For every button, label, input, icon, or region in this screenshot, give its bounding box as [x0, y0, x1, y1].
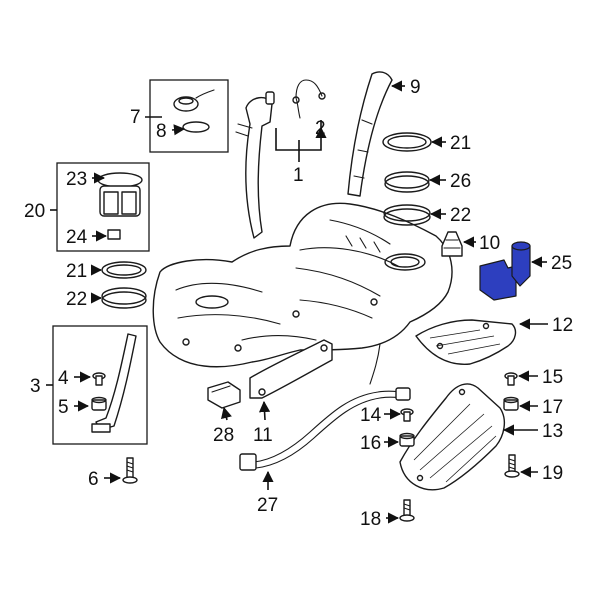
seal-22-left [101, 287, 147, 305]
fuel-tank [152, 202, 453, 368]
callout-3: 3 [30, 376, 41, 397]
callout-16: 16 [360, 433, 381, 454]
fuel-pump-module [97, 172, 143, 217]
callout-22-left: 22 [66, 289, 87, 310]
callout-27: 27 [257, 495, 278, 516]
filler-cover-bracket [347, 71, 393, 197]
group-box-7 [149, 79, 229, 153]
control-unit-28 [207, 381, 241, 409]
bracket-11 [249, 339, 333, 399]
callout-4: 4 [58, 368, 69, 389]
callout-13: 13 [542, 421, 563, 442]
hose-line [369, 343, 381, 385]
callout-21-left: 21 [66, 261, 87, 282]
bolt-4 [92, 372, 106, 386]
seal-22-top [383, 204, 431, 222]
pump-connector [107, 229, 121, 240]
callout-11: 11 [253, 425, 273, 446]
cap-gasket [182, 121, 210, 133]
callout-24: 24 [66, 227, 88, 248]
callout-15: 15 [542, 367, 563, 388]
callout-25: 25 [551, 253, 572, 274]
callout-5: 5 [58, 397, 69, 418]
nut-16 [399, 432, 415, 447]
wiring-harness [253, 390, 405, 463]
seal-26 [384, 171, 430, 189]
callout-14: 14 [360, 405, 382, 426]
callout-20: 20 [24, 201, 45, 222]
heat-shield-12 [415, 319, 517, 365]
bump-stop [441, 231, 463, 257]
bolt-14 [400, 408, 414, 422]
bolt-15 [504, 372, 518, 386]
fuel-cap [173, 89, 215, 112]
callout-2: 2 [315, 118, 326, 139]
breather-line [295, 79, 323, 119]
bolt-18 [399, 499, 415, 522]
highlighted-part-25 [479, 241, 531, 301]
callout-6: 6 [88, 469, 99, 490]
callout-26: 26 [450, 171, 471, 192]
callout-7: 7 [130, 107, 141, 128]
bolt-19 [504, 454, 520, 478]
nut-17 [503, 396, 519, 411]
callout-22-right: 22 [450, 205, 471, 226]
callout-8: 8 [156, 121, 167, 142]
callout-10: 10 [479, 233, 500, 254]
bolt-6 [122, 457, 138, 484]
callout-12: 12 [552, 315, 573, 336]
callout-19: 19 [542, 463, 563, 484]
filler-neck-pipe [235, 91, 275, 239]
callout-21-right: 21 [450, 133, 471, 154]
callout-9: 9 [410, 77, 421, 98]
group-box-20 [56, 162, 150, 252]
leader-lines [46, 80, 548, 524]
callout-28: 28 [213, 425, 234, 446]
heat-shield-13 [399, 383, 506, 491]
callout-17: 17 [542, 397, 563, 418]
callout-23: 23 [66, 169, 87, 190]
nut-5 [91, 396, 107, 411]
callout-18: 18 [360, 509, 381, 530]
callout-labels: 1 2 3 4 5 6 7 8 9 10 11 12 13 14 15 16 1… [24, 77, 573, 530]
callout-1: 1 [293, 165, 304, 186]
